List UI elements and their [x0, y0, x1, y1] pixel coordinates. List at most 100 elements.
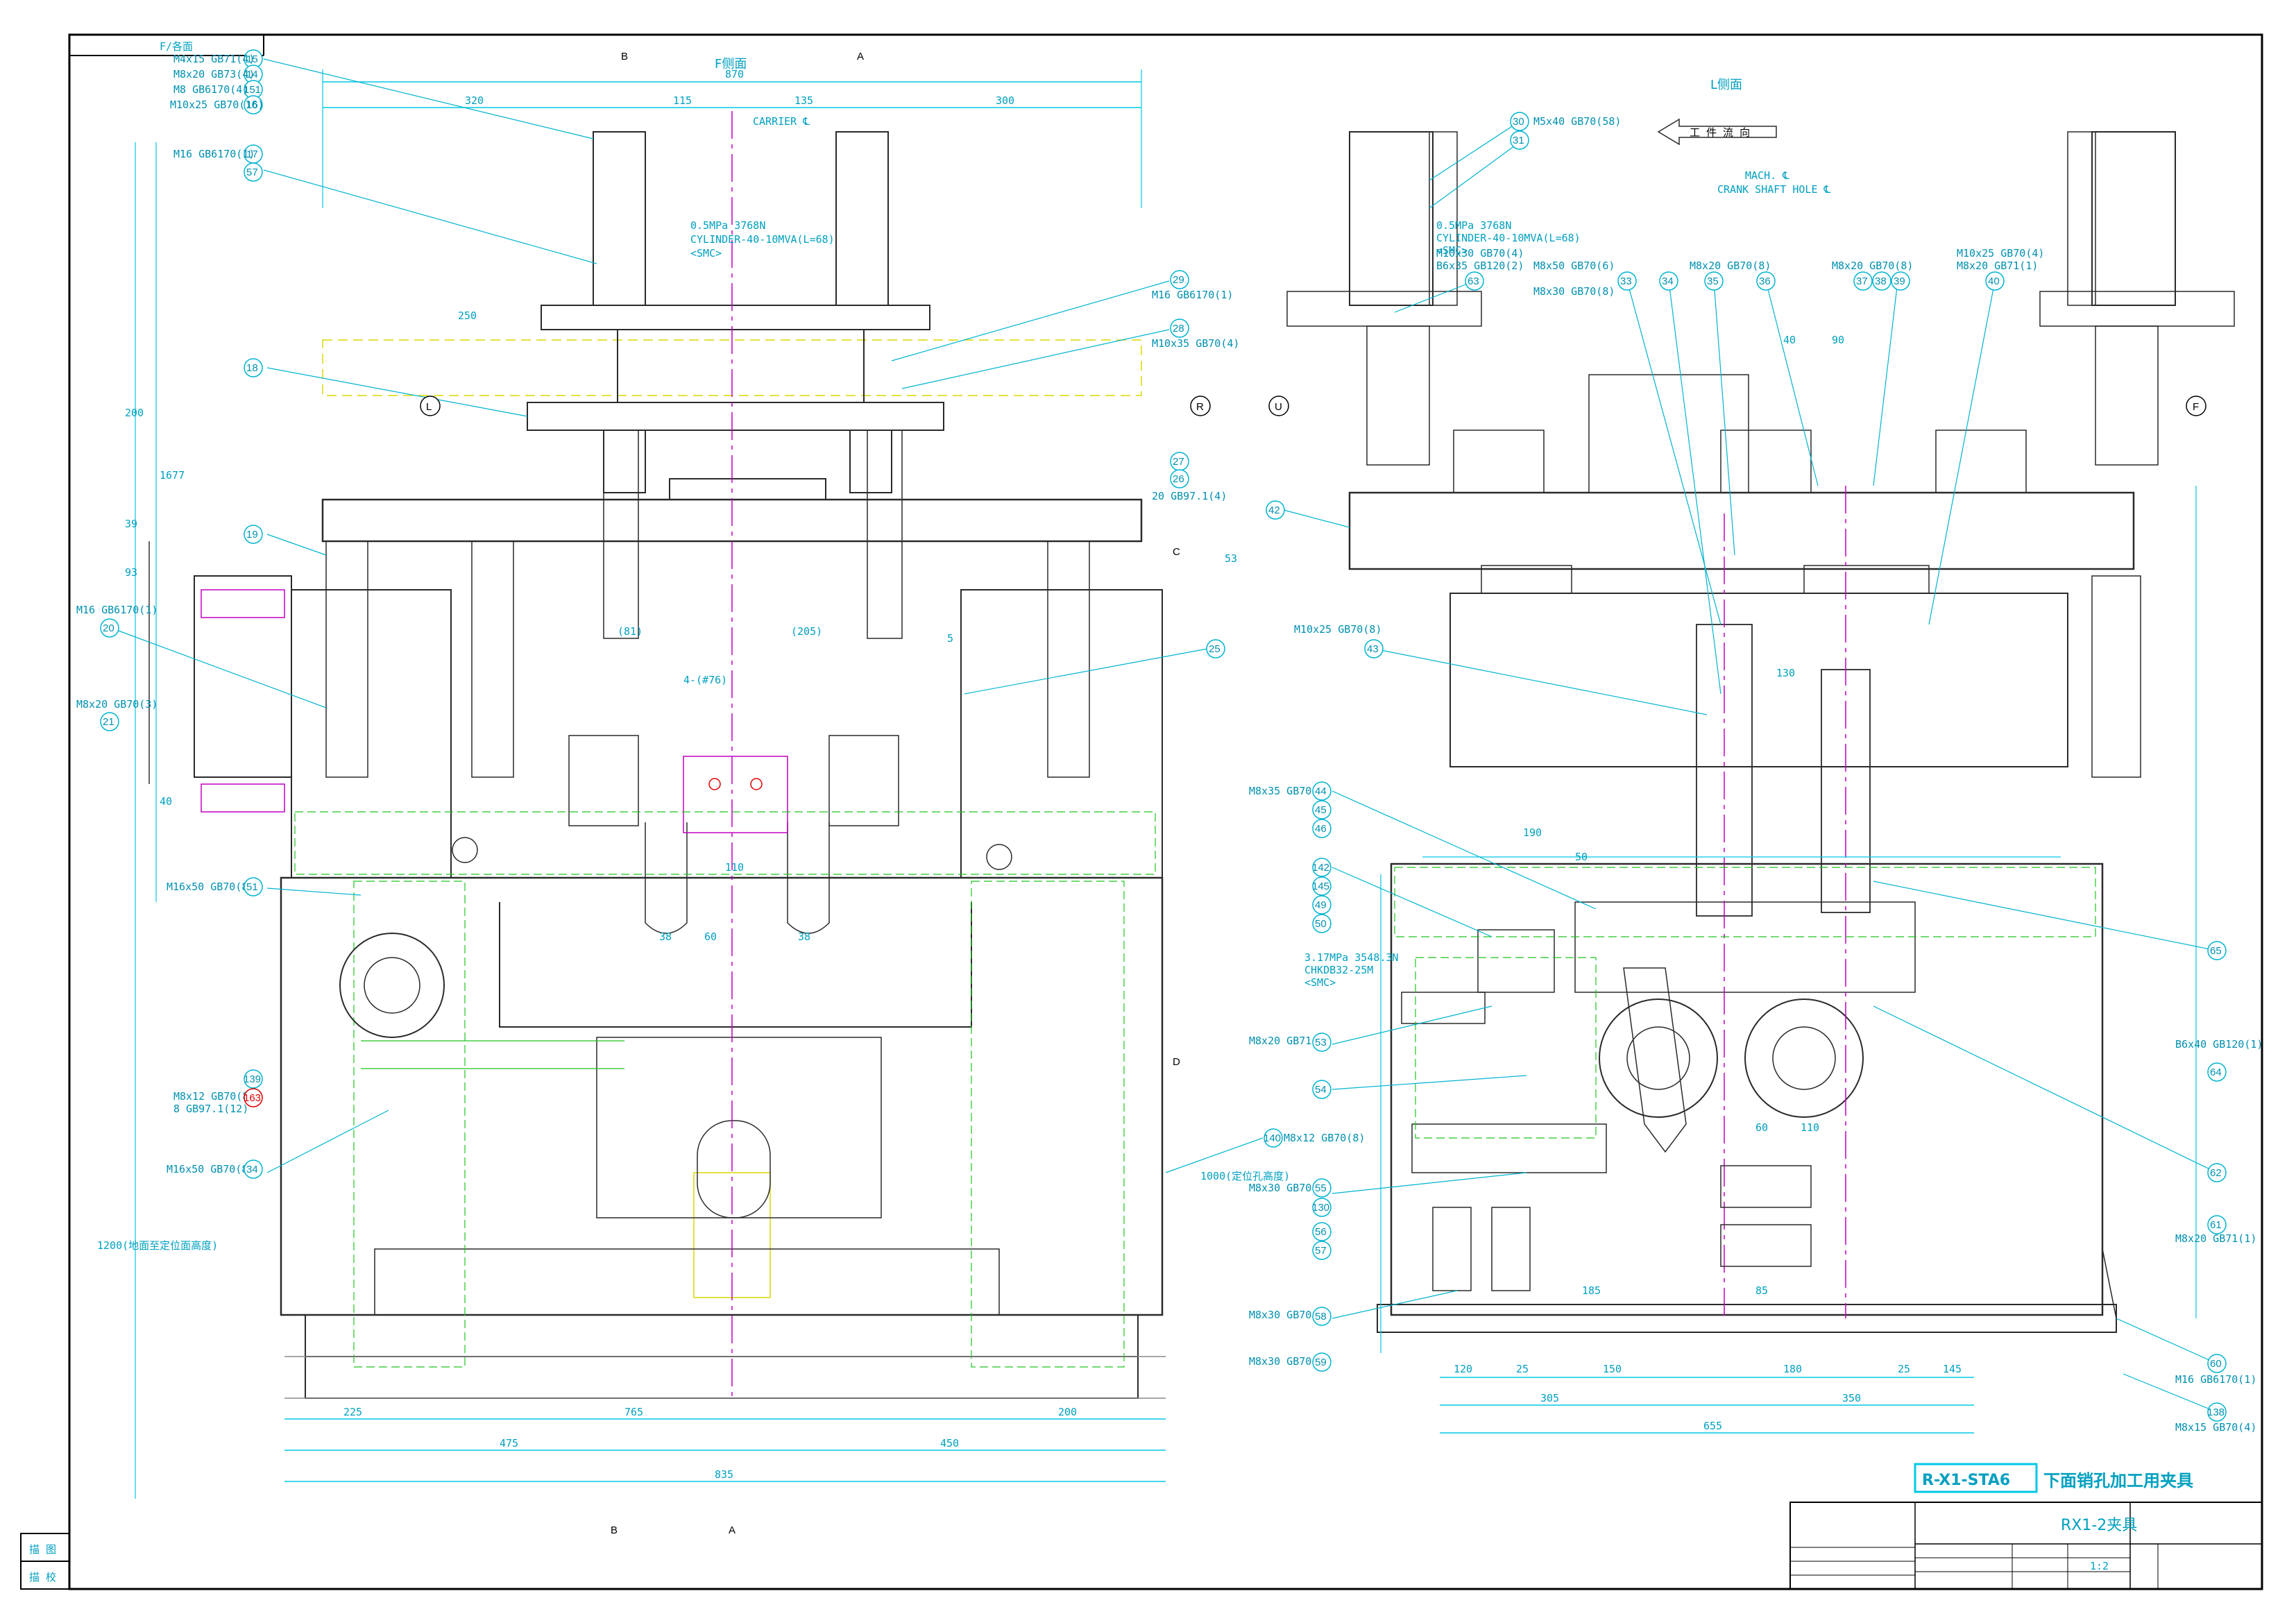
l-dim-60: 60 [1755, 1121, 1768, 1134]
l-spec-64: B6x40 GB120(1) [2175, 1038, 2263, 1051]
dim-200: 200 [125, 407, 144, 419]
balloon-27: 27 [1173, 456, 1184, 468]
f-view-title: F侧面 [715, 57, 747, 71]
l-dim-350: 350 [1842, 1392, 1861, 1404]
section-c: C [1173, 546, 1180, 558]
l-side-view [1286, 118, 2235, 1434]
l-dim-180: 180 [1783, 1363, 1802, 1375]
l-spec-40: M10x25 GB70(4) [1957, 247, 2044, 260]
l-balloon-65: 65 [2210, 945, 2222, 957]
dim-40: 40 [160, 795, 172, 808]
l-balloon-59: 59 [1315, 1357, 1327, 1368]
binding-label-2: 描 校 [29, 1571, 56, 1583]
l-spec-43: M10x25 GB70(8) [1294, 623, 1381, 636]
l-balloon-33: 33 [1620, 275, 1632, 287]
dim-93: 93 [125, 566, 137, 579]
spec-14: M8x20 GB73(4) [173, 68, 255, 80]
l-balloon-31: 31 [1513, 135, 1524, 146]
section-a-top: A [857, 51, 864, 62]
l-spec-60: M16 GB6170(1) [2175, 1373, 2256, 1386]
l-view-markers: U F [1268, 396, 2206, 416]
l-view-callout-leaders [1283, 121, 2218, 1413]
l-balloon-142: 142 [1312, 862, 1329, 874]
dim-835: 835 [715, 1468, 733, 1481]
l-balloon-46: 46 [1315, 823, 1327, 835]
l-spec-138: M8x15 GB70(4) [2175, 1421, 2256, 1434]
f-view-callout-labels: 15 M4x15 GB71(4) 14 M8x20 GB73(4) 151 M8… [76, 49, 1365, 1179]
note-pressure: 0.5MPa 3768N [690, 219, 765, 232]
section-b-bottom: B [611, 1524, 618, 1536]
l-balloon-44: 44 [1315, 785, 1327, 797]
marker-l: L [426, 401, 432, 413]
l-balloon-61: 61 [2210, 1219, 2222, 1231]
dim-135: 135 [794, 94, 813, 107]
balloon-21: 21 [103, 716, 114, 728]
l-balloon-63: 63 [1468, 275, 1479, 287]
l-dim-655: 655 [1703, 1420, 1722, 1432]
section-b-top: B [621, 51, 628, 62]
balloon-29: 29 [1173, 274, 1184, 286]
l-spec-38: M8x20 GB70(8) [1832, 260, 1913, 272]
sheet-frame [68, 33, 2263, 1590]
dim-870: 870 [725, 68, 744, 80]
l-dim-25b: 25 [1898, 1363, 1910, 1375]
note-hole-height: 1000(定位孔高度) [1200, 1170, 1290, 1182]
dim-765: 765 [624, 1406, 643, 1418]
l-spec-62: M10x30 GB70(4) [1436, 247, 1524, 260]
l-dim-150: 150 [1603, 1363, 1622, 1375]
dim-205: (205) [791, 625, 822, 638]
scale-value: 1:2 [2090, 1560, 2109, 1572]
marker-f: F [2193, 401, 2199, 413]
l-balloon-30: 30 [1513, 116, 1524, 128]
balloon-34: 34 [246, 1164, 258, 1175]
balloon-28: 28 [1173, 323, 1184, 334]
dim-250: 250 [458, 309, 477, 322]
l-note-chkdb: CHKDB32-25M [1304, 964, 1373, 976]
l-spec-53: M8x20 GB71(1) [1249, 1035, 1330, 1047]
dim-475: 475 [500, 1437, 518, 1450]
l-note-cylinder-left: CYLINDER-40-10MVA(L=68) [1436, 232, 1581, 244]
l-note-smc-left: <SMC> [1436, 244, 1468, 257]
title-code: R-X1-STA6 [1922, 1472, 2010, 1489]
l-balloon-54: 54 [1315, 1084, 1327, 1096]
l-note-crank: CRANK SHAFT HOLE ℄ [1717, 183, 1831, 196]
top-left-note: F/各面 [160, 40, 193, 53]
spec-15: M4x15 GB71(4) [173, 53, 255, 65]
dim-110: 110 [725, 861, 744, 874]
l-view-callout-labels: 30 M5x40 GB70(58) 31 M10x30 GB70(4) B6x3… [1249, 112, 2263, 1434]
dim-225: 225 [343, 1406, 362, 1418]
balloon-18: 18 [246, 362, 258, 374]
spec-28: M10x35 GB70(4) [1152, 337, 1239, 350]
l-balloon-38: 38 [1875, 275, 1887, 287]
note-cylinder: CYLINDER-40-10MVA(L=68) [690, 233, 835, 246]
l-balloon-57: 57 [1315, 1245, 1327, 1257]
f-view-callouts [110, 58, 1264, 1173]
l-dim-305: 305 [1540, 1392, 1559, 1404]
balloon-16: 16 [246, 99, 258, 111]
f-view-notes: CARRIER ℄ 0.5MPa 3768N CYLINDER-40-10MVA… [97, 115, 1290, 1252]
l-note-mach: MACH. ℄ [1745, 169, 1789, 182]
l-balloon-37: 37 [1856, 275, 1868, 287]
l-spec-58: M8x30 GB70(2) [1249, 1309, 1330, 1321]
dim-320: 320 [465, 94, 484, 107]
l-spec-55: M8x30 GB70(4) [1249, 1182, 1330, 1194]
l-view-notes: MACH. ℄ CRANK SHAFT HOLE ℄ 0.5MPa 3768N … [1304, 169, 1831, 989]
spec-20: M16 GB6170(1) [76, 604, 158, 616]
l-balloon-62: 62 [2210, 1167, 2222, 1179]
title-block: R-X1-STA6 下面销孔加工用夹具 RX1-2夹具 1:2 [1789, 1463, 2263, 1590]
l-dim-185: 185 [1582, 1284, 1601, 1297]
l-balloon-36: 36 [1759, 275, 1771, 287]
spec-51: M16x50 GB70(8) [167, 881, 254, 893]
marker-u: U [1275, 401, 1282, 413]
spec-151: M8 GB6170(4) [173, 83, 248, 96]
l-spec-33: M8x30 GB70(8) [1533, 285, 1615, 298]
dim-81: (81) [618, 625, 643, 638]
balloon-26: 26 [1173, 473, 1184, 485]
l-dim-190: 190 [1523, 826, 1542, 839]
spec-27: 20 GB97.1(4) [1152, 490, 1227, 502]
spec-29: M16 GB6170(1) [1152, 289, 1233, 301]
spec-140: M8x12 GB70(8) [1284, 1132, 1365, 1144]
l-balloon-49: 49 [1315, 899, 1327, 911]
l-dim-25a: 25 [1516, 1363, 1529, 1375]
